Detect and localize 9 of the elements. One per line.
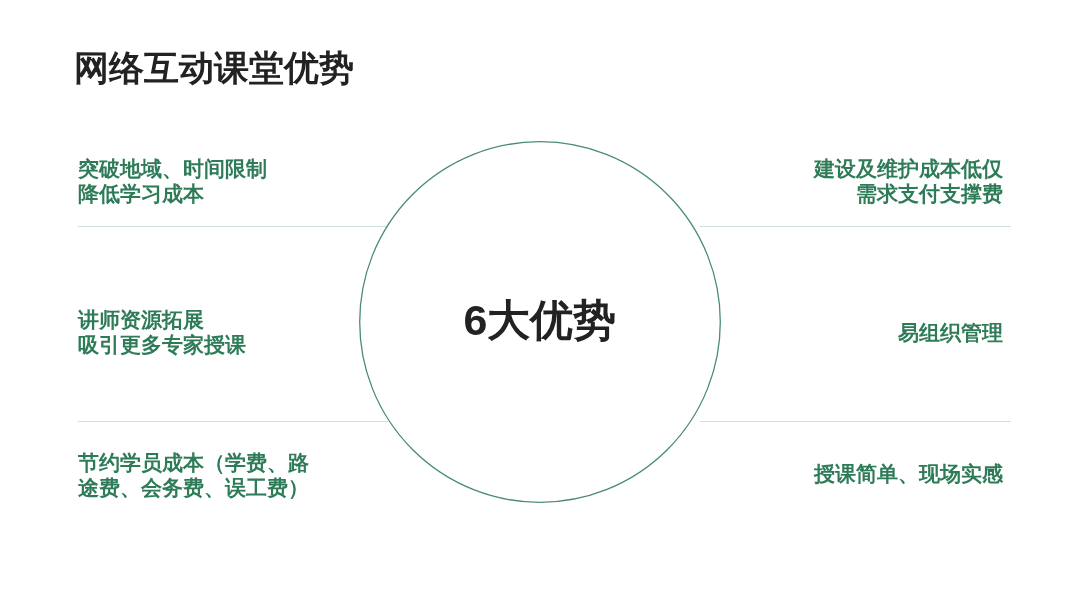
center-circle (359, 141, 721, 503)
advantage-text: 授课简单、现场实感 (814, 460, 1003, 486)
advantage-text: 讲师资源拓展吸引更多专家授课 (78, 306, 247, 357)
circle-label: 6大优势 (463, 295, 617, 345)
advantage-text: 突破地域、时间限制降低学习成本 (78, 155, 268, 206)
advantage-text: 易组织管理 (898, 319, 1003, 345)
page-title: 网络互动课堂优势 (74, 47, 354, 89)
advantage-text: 建设及维护成本低仅需求支付支撑费 (812, 155, 1003, 206)
advantage-text: 节约学员成本（学费、路途费、会务费、误工费） (78, 449, 310, 500)
